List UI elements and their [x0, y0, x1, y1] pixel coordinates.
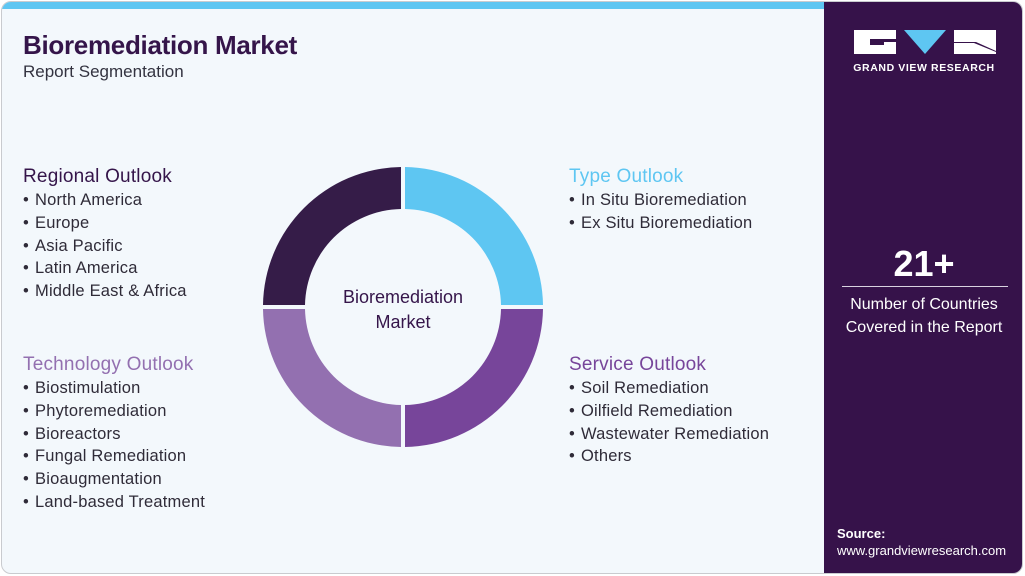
list-item: •North America [23, 189, 187, 212]
grand-view-research-logo [854, 30, 996, 54]
bullet-icon: • [23, 492, 29, 511]
segment-list: •North America •Europe •Asia Pacific •La… [23, 189, 187, 303]
list-item: •Bioreactors [23, 423, 205, 446]
bullet-icon: • [23, 282, 29, 301]
bullet-icon: • [23, 213, 29, 232]
list-item: •Asia Pacific [23, 235, 187, 258]
bullet-icon: • [23, 470, 29, 489]
list-item: •Biostimulation [23, 377, 205, 400]
bullet-icon: • [23, 447, 29, 466]
bullet-icon: • [23, 401, 29, 420]
brand-name: GRAND VIEW RESEARCH [853, 62, 995, 74]
list-item: •Wastewater Remediation [569, 423, 769, 446]
logo-g-icon [854, 30, 896, 54]
bullet-icon: • [569, 213, 575, 232]
segment-type-outlook: Type Outlook •In Situ Bioremediation •Ex… [569, 166, 752, 235]
source-url: www.grandviewresearch.com [837, 543, 1007, 558]
segment-title: Technology Outlook [23, 354, 194, 375]
list-item: •Europe [23, 212, 187, 235]
bullet-icon: • [569, 424, 575, 443]
segment-list: •Soil Remediation •Oilfield Remediation … [569, 377, 769, 468]
segment-title: Service Outlook [569, 354, 707, 375]
donut-segment-service [405, 309, 543, 447]
segmentation-donut [263, 167, 543, 447]
logo-v-icon [904, 30, 946, 54]
list-item: •Soil Remediation [569, 377, 769, 400]
stat-divider [842, 286, 1008, 287]
bullet-icon: • [23, 236, 29, 255]
source-label: Source: [837, 526, 886, 541]
segment-technology-outlook: Technology Outlook •Biostimulation •Phyt… [23, 354, 205, 514]
bullet-icon: • [23, 259, 29, 278]
list-item: •Ex Situ Bioremediation [569, 212, 752, 235]
stat-number: 21+ [893, 243, 955, 284]
bullet-icon: • [569, 379, 575, 397]
donut-segment-regional [263, 167, 401, 305]
segment-service-outlook: Service Outlook •Soil Remediation •Oilfi… [569, 354, 769, 468]
bullet-icon: • [569, 401, 575, 420]
segment-title: Type Outlook [569, 166, 684, 187]
stat-label: Number of Countries Covered in the Repor… [845, 296, 1003, 336]
list-item: •Bioaugmentation [23, 468, 205, 491]
top-accent-bar [2, 2, 824, 9]
donut-segment-technology [263, 309, 401, 447]
segment-list: •In Situ Bioremediation •Ex Situ Bioreme… [569, 189, 752, 235]
list-item: •In Situ Bioremediation [569, 189, 752, 212]
segment-list: •Biostimulation •Phytoremediation •Biore… [23, 377, 205, 514]
bullet-icon: • [569, 447, 575, 466]
bullet-icon: • [569, 191, 575, 209]
list-item: •Latin America [23, 257, 187, 280]
brand-sidebar: GRAND VIEW RESEARCH 21+ Number of Countr… [824, 2, 1022, 573]
list-item: •Phytoremediation [23, 400, 205, 423]
list-item: •Middle East & Africa [23, 280, 187, 303]
page-title: Bioremediation Market [23, 30, 297, 60]
bullet-icon: • [23, 424, 29, 443]
list-item: •Land-based Treatment [23, 491, 205, 514]
segment-regional-outlook: Regional Outlook •North America •Europe … [23, 166, 187, 303]
list-item: •Others [569, 445, 769, 468]
bullet-icon: • [23, 379, 29, 397]
list-item: •Fungal Remediation [23, 445, 205, 468]
page-subtitle: Report Segmentation [23, 62, 184, 81]
segment-title: Regional Outlook [23, 166, 172, 187]
bullet-icon: • [23, 191, 29, 209]
donut-segment-type [405, 167, 543, 305]
donut-center-label: Bioremediation Market [342, 287, 464, 332]
list-item: •Oilfield Remediation [569, 400, 769, 423]
